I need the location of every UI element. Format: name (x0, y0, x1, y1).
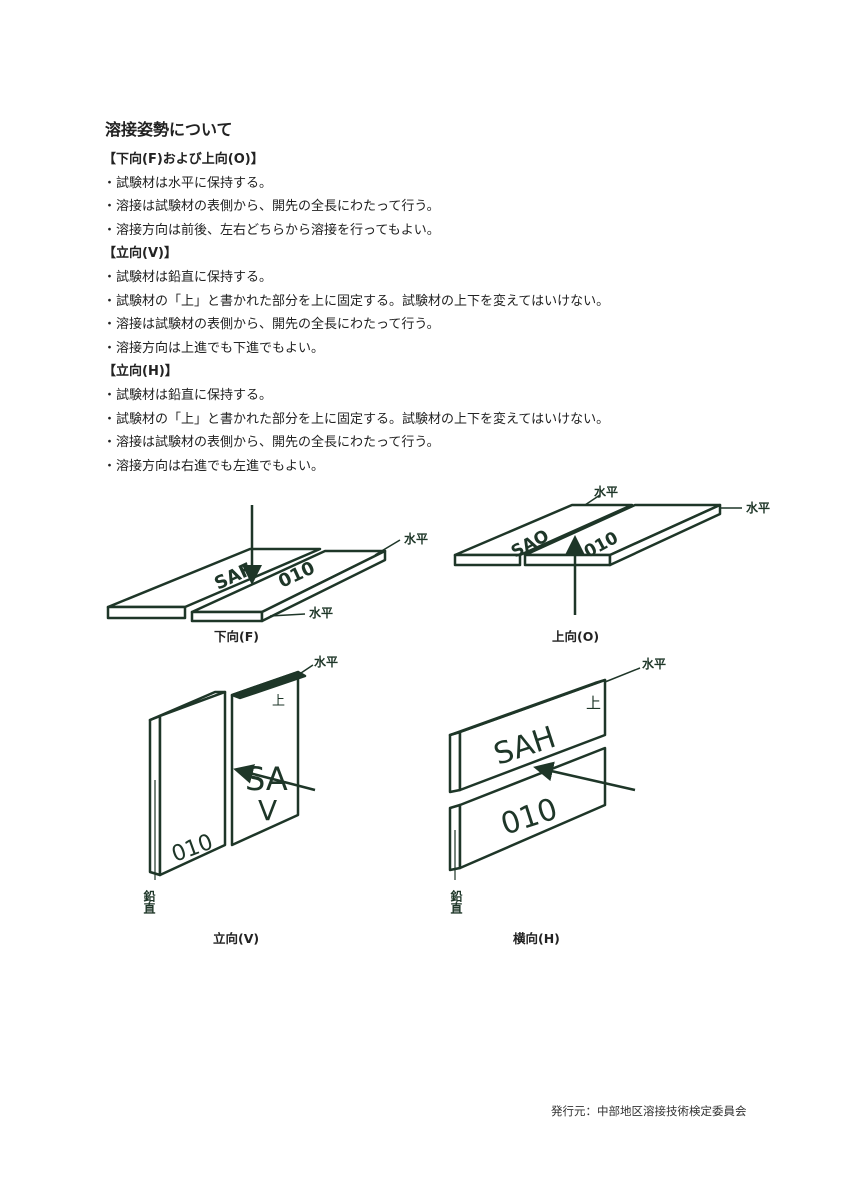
level-label: 水平 (642, 656, 666, 671)
section-heading: 【下向(F)および上向(O)】 (103, 152, 264, 167)
diagram-caption: 下向(F) (214, 629, 259, 644)
plate-mark: V (258, 794, 277, 827)
top-mark: 上 (586, 694, 601, 712)
bullet: ・溶接は試験材の表側から、開先の全長にわたって行う。 (103, 317, 440, 333)
level-label: 水平 (594, 484, 618, 499)
bullet: ・試験材は鉛直に保持する。 (103, 387, 273, 403)
bullet: ・溶接方向は右進でも左進でもよい。 (103, 458, 325, 474)
horizontal-position-diagram: SAH 010 上 水平 鉛直 (448, 656, 666, 915)
diagram-caption: 上向(O) (552, 629, 599, 644)
bullet: ・試験材の「上」と書かれた部分を上に固定する。試験材の上下を変えてはいけない。 (103, 411, 610, 427)
bullet: ・溶接方向は前後、左右どちらから溶接を行ってもよい。 (103, 222, 440, 238)
publisher-footer: 発行元：中部地区溶接技術検定委員会 (551, 1104, 747, 1118)
bullet: ・溶接は試験材の表側から、開先の全長にわたって行う。 (103, 199, 440, 215)
bullet: ・溶接方向は上進でも下進でもよい。 (103, 340, 325, 356)
plate-mark: SA (245, 760, 288, 798)
diagram-caption: 横向(H) (513, 931, 560, 946)
bullet: ・試験材は水平に保持する。 (103, 175, 273, 191)
bullet: ・試験材は鉛直に保持する。 (103, 269, 273, 285)
bullet: ・溶接は試験材の表側から、開先の全長にわたって行う。 (103, 435, 440, 451)
section-heading: 【立向(V)】 (103, 246, 177, 262)
page-title: 溶接姿勢について (105, 120, 233, 139)
instructions: 【下向(F)および上向(O)】 ・試験材は水平に保持する。 ・溶接は試験材の表側… (103, 148, 609, 478)
level-label: 水平 (404, 531, 428, 546)
level-label: 水平 (746, 500, 770, 515)
level-label: 水平 (314, 654, 338, 669)
section-heading: 【立向(H)】 (103, 364, 178, 380)
vertical-position-diagram: 010 SA V 上 水平 鉛直 (142, 654, 338, 915)
level-label: 水平 (309, 605, 333, 620)
top-mark: 上 (272, 694, 285, 709)
diagram-caption: 立向(V) (213, 931, 259, 946)
plumb-label: 鉛直 (449, 889, 463, 915)
plumb-label: 鉛直 (142, 889, 156, 915)
overhead-position-diagram: SAO 010 水平 水平 (453, 484, 770, 615)
bullet: ・試験材の「上」と書かれた部分を上に固定する。試験材の上下を変えてはいけない。 (103, 293, 610, 309)
flat-position-diagram: SAF 010 水平 水平 (106, 505, 428, 623)
